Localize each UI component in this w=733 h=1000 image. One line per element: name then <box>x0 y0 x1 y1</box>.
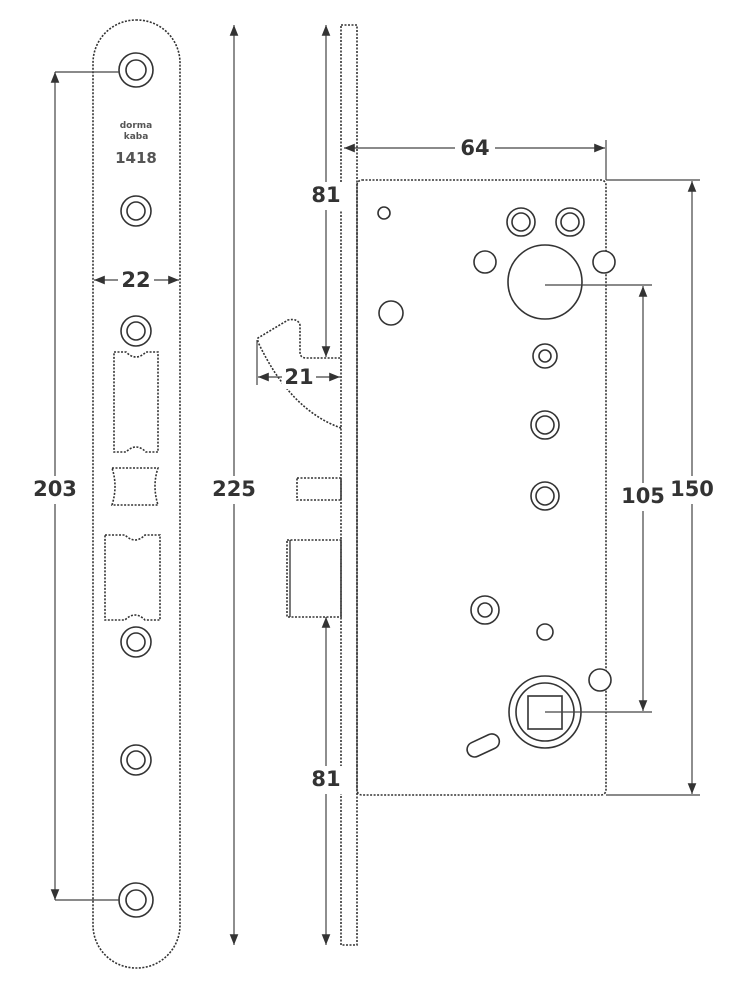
dimension-label: 81 <box>311 183 340 207</box>
screw-hole <box>120 315 152 347</box>
deadbolt-slot <box>110 467 160 506</box>
dimension-label: 21 <box>284 365 313 389</box>
bolt-slot <box>104 534 161 621</box>
screw-hole <box>118 882 154 918</box>
logo-brand-line1: dorma <box>120 121 153 131</box>
logo-brand-line2: kaba <box>124 132 149 142</box>
screw-hole <box>120 195 152 227</box>
dimension-81-top: 81 <box>306 24 346 357</box>
forend-side <box>257 24 358 946</box>
model-number: 1418 <box>115 149 157 167</box>
dimension-81-bottom: 81 <box>306 617 346 945</box>
screw-hole <box>120 744 152 776</box>
dimension-150: 150 <box>606 179 718 796</box>
dimension-label: 203 <box>33 477 77 501</box>
dimension-105: 105 <box>545 284 669 713</box>
faceplate: dorma kaba 1418 <box>92 19 181 969</box>
latch-bolt <box>257 318 342 429</box>
dimension-label: 64 <box>460 136 489 160</box>
dimension-label: 105 <box>621 484 665 508</box>
lock-case <box>356 179 616 796</box>
dimension-21: 21 <box>256 340 340 389</box>
dimension-64: 64 <box>344 136 607 180</box>
dimension-label: 22 <box>121 268 150 292</box>
dimension-label: 150 <box>670 477 714 501</box>
dimension-22: 22 <box>94 268 179 292</box>
screw-hole <box>120 626 152 658</box>
dimension-203: 203 <box>30 71 120 901</box>
slot-hole <box>466 733 501 758</box>
latch-slot <box>113 351 159 453</box>
bolt <box>286 539 342 618</box>
dimension-label: 225 <box>212 477 256 501</box>
cylinder-hole <box>507 244 583 320</box>
faceplate-screw-holes <box>118 52 154 918</box>
dimension-label: 81 <box>311 767 340 791</box>
deadlatch <box>296 477 342 501</box>
screw-hole <box>118 52 154 88</box>
dimension-225: 225 <box>210 24 260 945</box>
